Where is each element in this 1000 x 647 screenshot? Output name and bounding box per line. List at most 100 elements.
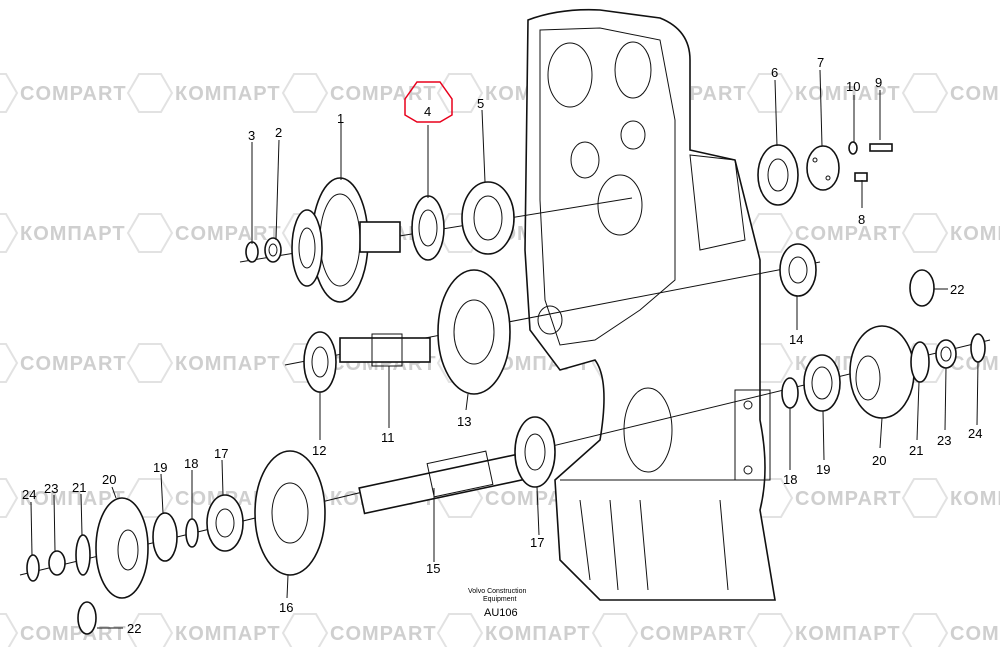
watermark-logo [126,73,174,113]
watermark-text: COMPART [950,353,1000,375]
part-19-left-seal [152,512,178,562]
watermark-text: КОМПАРТ [950,223,1000,245]
watermark-text: COMPART [20,623,127,645]
callout-2: 2 [275,125,282,140]
part-23-right-nut [935,339,957,369]
watermark-logo [901,478,949,518]
watermark-logo [746,73,794,113]
part-22-right-plate [909,269,935,307]
watermark-text: COMPART [330,83,437,105]
watermark-logo [126,613,174,647]
part-18-left-seal [185,518,199,548]
callout-23-left: 23 [44,481,58,496]
watermark-logo [901,73,949,113]
watermark-text: КОМПАРТ [20,488,126,510]
watermark-logo [746,613,794,647]
watermark-logo [901,613,949,647]
credit-line-1: Volvo Construction [468,588,526,595]
watermark-logo [0,478,19,518]
part-9-screw [869,143,893,152]
callout-19-right: 19 [816,462,830,477]
watermark-logo [281,613,329,647]
part-24-left-ring [26,554,40,582]
callout-24-left: 24 [22,487,36,502]
watermark-text: КОМПАРТ [175,623,281,645]
callout-22-right: 22 [950,282,964,297]
callout-16: 16 [279,600,293,615]
part-14-bearing [779,243,817,297]
watermark-text: COMPART [175,223,282,245]
callout-6: 6 [771,65,778,80]
watermark-logo [126,343,174,383]
part-12-bearing [303,331,337,393]
drawing-code: AU106 [484,607,518,619]
part-16-gear [254,450,326,576]
watermark-logo [901,213,949,253]
part-6-bearing [757,144,799,206]
callout-17-right: 17 [530,535,544,550]
callout-20-right: 20 [872,453,886,468]
part-19-right-seal [803,354,841,412]
callout-14: 14 [789,332,803,347]
watermark-text: КОМПАРТ [485,623,591,645]
part-24-right-ring [970,333,986,363]
callout-17-left: 17 [214,446,228,461]
callout-20-left: 20 [102,472,116,487]
callout-7: 7 [817,55,824,70]
callout-11: 11 [381,430,395,445]
callout-15: 15 [426,561,440,576]
watermark-text: COMPART [795,223,902,245]
part-8-plug [854,172,868,182]
callout-12: 12 [312,443,326,458]
part-11-shaft [339,333,431,367]
part-18-right-seal [781,377,799,409]
part-3-circlip [245,241,259,263]
watermark-logo [126,213,174,253]
callout-3: 3 [248,128,255,143]
watermark-text: COMPART [795,488,902,510]
leader-lines [30,69,979,629]
callout-18-right: 18 [783,472,797,487]
part-17-left-bearing [206,494,244,552]
part-2-bearing [264,237,282,263]
callout-24-right: 24 [968,426,982,441]
callout-labels: 1 2 3 4 5 6 7 8 9 10 11 12 13 14 15 16 1… [22,55,982,636]
callout-1: 1 [337,111,344,126]
callout-21-right: 21 [909,443,923,458]
watermark-text: КОМПАРТ [795,623,901,645]
callout-18-left: 18 [184,456,198,471]
credit-line-2: Equipment [483,596,517,603]
callout-10: 10 [846,79,860,94]
watermark-logo [436,73,484,113]
watermark-text: COMPART [330,623,437,645]
callout-19-left: 19 [153,460,167,475]
watermark-text: КОМПАРТ [175,83,281,105]
callout-4: 4 [424,104,431,119]
watermark-text: COMPART [950,623,1000,645]
watermark-logo [0,73,19,113]
callout-21-left: 21 [72,480,86,495]
part-22-left-plate [77,601,97,635]
callout-13: 13 [457,414,471,429]
transmission-housing [524,8,776,601]
callout-22-left: 22 [127,621,141,636]
watermark-logo [436,613,484,647]
watermark-logo [591,613,639,647]
part-20-right-flange [849,325,915,419]
watermark-logo [281,73,329,113]
watermark-text: COMPART [20,353,127,375]
selected-part-highlight[interactable] [404,81,453,123]
watermark-text: КОМПАРТ [20,223,126,245]
part-17-right-bearing [514,416,556,488]
part-7-cover [806,145,840,191]
watermark-text: COMPART [20,83,127,105]
part-10-washer [848,141,858,155]
watermark-text: КОМПАРТ [950,488,1000,510]
watermark-logo [0,613,19,647]
watermark-text: КОМПАРТ [175,353,281,375]
watermark-text: COMPART [640,623,747,645]
watermark-logo [0,213,19,253]
part-4-bearing [411,195,445,261]
